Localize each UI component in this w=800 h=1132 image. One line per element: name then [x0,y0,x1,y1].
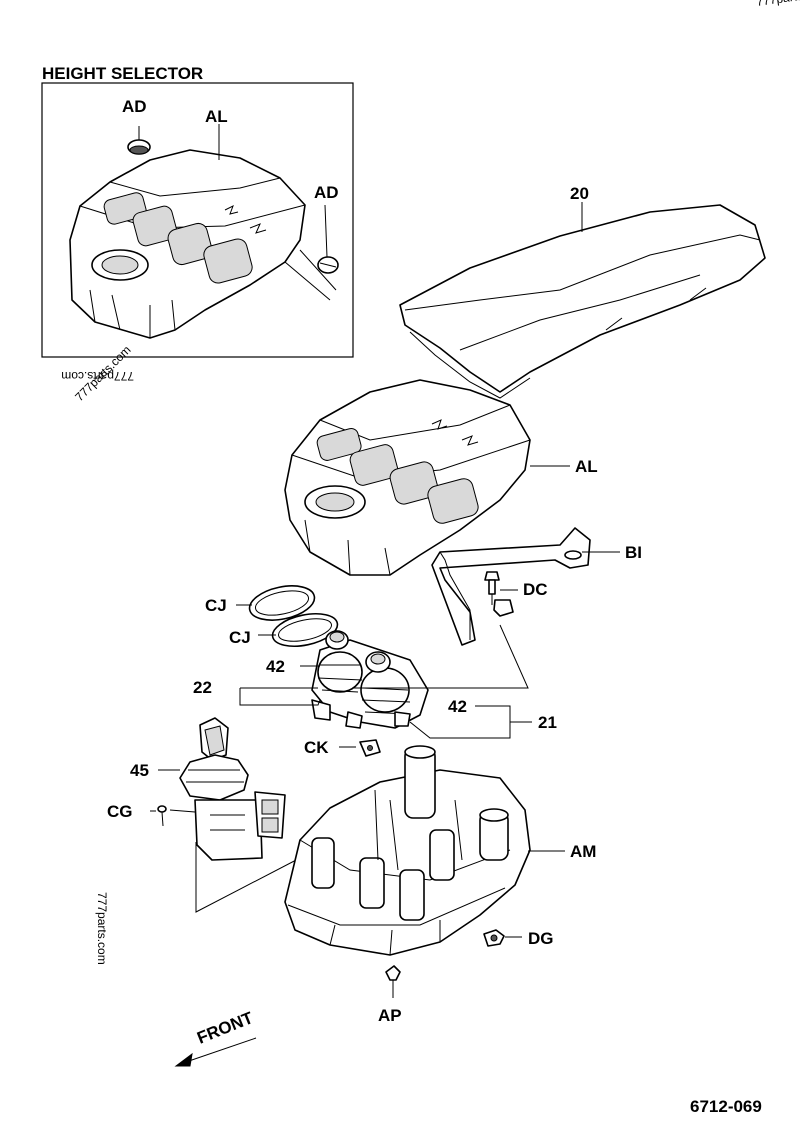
callout-dc: DC [523,580,548,599]
callout-cj1: CJ [205,596,227,615]
callout-al-inset: AL [205,107,228,126]
console-base [284,745,531,956]
callout-45: 45 [130,761,149,780]
callout-dg: DG [528,929,554,948]
watermark-inverted: 777parts.com [61,369,134,383]
lead-22 [239,687,321,706]
front-label: FRONT [194,1008,256,1048]
bolt-dc [484,571,514,617]
nut-ck [359,739,381,757]
height-selector-joystick [179,717,286,861]
bracket [431,527,591,646]
cover-pad-2 [271,613,339,647]
callout-20: 20 [570,184,589,203]
lead-42b [409,705,511,739]
callout-ad-right: AD [314,183,339,202]
callout-cj2: CJ [229,628,251,647]
callout-21: 21 [538,713,557,732]
lead-45-base [195,842,301,913]
inset-console-cover [69,149,306,339]
callout-al: AL [575,457,598,476]
callout-22: 22 [193,678,212,697]
console-top-cover [284,379,531,576]
front-direction-arrow [174,1037,257,1067]
cover-pad-1 [248,585,316,621]
callout-ck: CK [304,738,329,757]
callout-cg: CG [107,802,133,821]
callout-42a: 42 [266,657,285,676]
lead-cg [150,809,196,813]
watermark-top: 777parts [755,0,800,9]
armrest-pad [399,204,766,399]
inset-title: HEIGHT SELECTOR [42,64,203,83]
callout-ad-top: AD [122,97,147,116]
joystick-module [311,630,429,729]
inset-frame [41,82,354,358]
lead-42a [300,624,529,689]
inset-plug-top [127,139,151,155]
callout-42b: 42 [448,697,467,716]
callout-am: AM [570,842,596,861]
rivet-ap [385,965,401,998]
inset-plug-right [317,256,339,274]
callout-ap: AP [378,1006,402,1025]
callout-bi: BI [625,543,642,562]
screw-cg [157,805,167,827]
drawing-number: 6712-069 [690,1097,762,1116]
lead-ad-right [284,204,337,301]
watermark-vertical: 777parts.com [95,892,109,965]
nut-dg [483,929,505,947]
